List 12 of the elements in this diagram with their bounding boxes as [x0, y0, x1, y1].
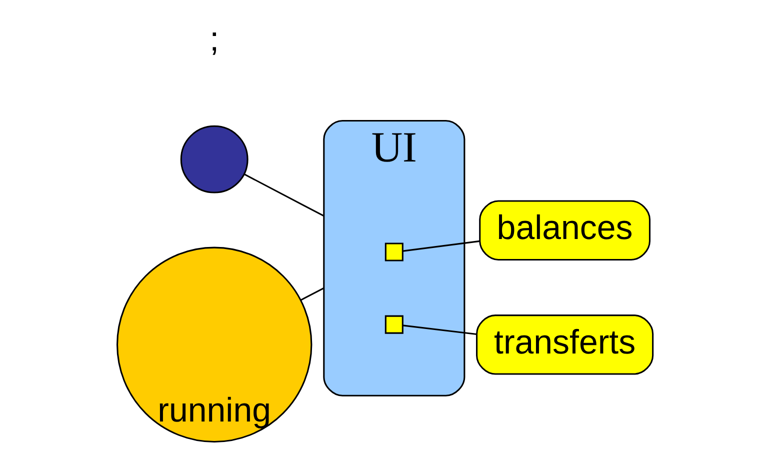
node-box	[384, 242, 404, 262]
node-box: transferts	[476, 314, 654, 375]
connector	[300, 287, 324, 301]
connector	[402, 240, 480, 252]
connector	[244, 174, 324, 217]
node-circle	[180, 125, 248, 194]
node-circle: running	[116, 246, 312, 442]
node-box: balances	[479, 200, 650, 260]
cluster: UI	[323, 120, 466, 396]
connector	[402, 324, 477, 336]
label: ;	[210, 20, 220, 59]
node-box	[384, 315, 404, 334]
